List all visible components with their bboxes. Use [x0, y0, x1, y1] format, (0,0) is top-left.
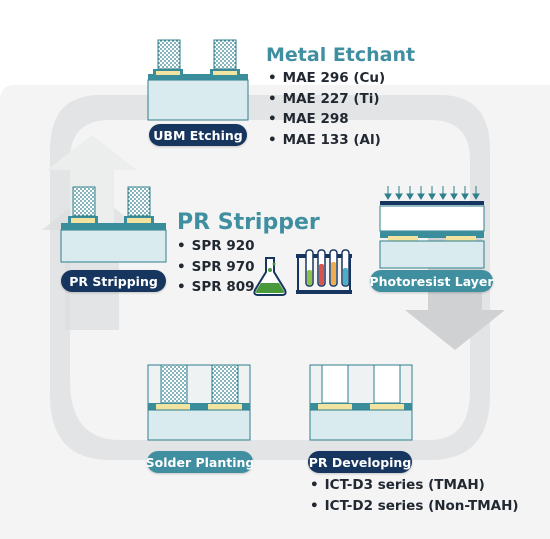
pr-stripping-graphic	[60, 186, 167, 263]
pr-stripper-list: SPR 920 SPR 970 SPR 809	[177, 236, 255, 298]
pr-developing-graphic	[309, 364, 413, 441]
step-label-solder-planting: Solder Planting	[146, 451, 254, 473]
step-label-pr-stripping: PR Stripping	[61, 270, 166, 292]
developer-list: ICT-D3 series (TMAH) ICT-D2 series (Non-…	[310, 475, 519, 516]
list-item: SPR 920	[177, 236, 255, 257]
flask-icon	[253, 257, 287, 296]
list-item: MAE 296 (Cu)	[268, 68, 386, 89]
step-label-ubm-etching: UBM Etching	[149, 124, 247, 146]
test-tube-rack-icon	[296, 249, 352, 294]
list-item: SPR 970	[177, 257, 255, 278]
ubm-etching-graphic	[147, 39, 249, 121]
list-item: ICT-D2 series (Non-TMAH)	[310, 496, 519, 517]
list-item: MAE 298	[268, 109, 385, 130]
metal-etchant-list: MAE 296 (Cu) MAE 227 (Ti) MAE 298 MAE 13…	[268, 68, 386, 151]
list-item: SPR 809	[177, 277, 255, 298]
cycle-arrow-background	[0, 85, 550, 539]
list-item: MAE 227 (Ti)	[268, 89, 385, 110]
exposure-arrows-icon	[384, 186, 480, 200]
solder-planting-graphic	[147, 364, 251, 441]
pr-stripper-title: PR Stripper	[177, 210, 320, 235]
list-item: MAE 133 (Al)	[268, 130, 385, 151]
step-label-photoresist-layer: Photoresist Layer	[369, 270, 494, 292]
metal-etchant-title: Metal Etchant	[266, 44, 416, 66]
list-item: ICT-D3 series (TMAH)	[310, 475, 519, 496]
photoresist-layer-graphic	[379, 186, 485, 269]
step-label-pr-developing: PR Developing	[308, 451, 412, 473]
